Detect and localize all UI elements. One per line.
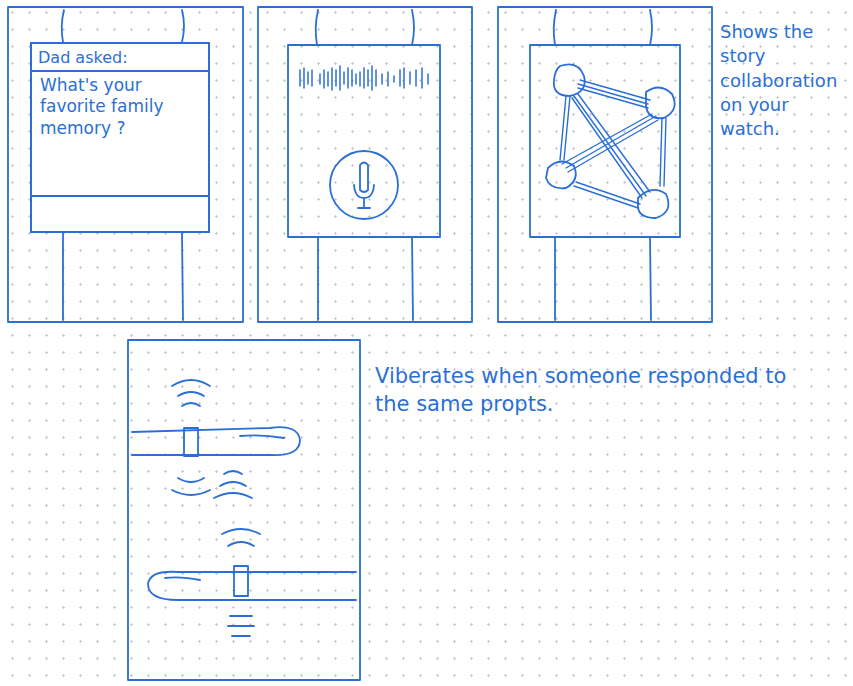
arm [165, 577, 200, 580]
story-graph [560, 80, 666, 208]
watch-screen: Dad asked:What's your favorite family me… [30, 42, 210, 233]
vibration-wave [228, 616, 254, 636]
mic-button [330, 151, 398, 219]
vibration-scene [132, 380, 356, 636]
prompt-heading: Dad asked: [32, 44, 208, 72]
prompt-question: What's your favorite family memory ? [32, 72, 208, 197]
side-note: Shows the story collaboration on your wa… [720, 20, 848, 141]
story-node [546, 161, 576, 188]
vibration-wave [172, 380, 210, 406]
panel-frame [128, 340, 360, 680]
watch-recording [288, 10, 440, 320]
story-node [646, 87, 675, 118]
watch-icon [184, 428, 198, 456]
arm [240, 435, 284, 438]
screen-footer [32, 197, 208, 231]
panel-frame [8, 7, 243, 322]
side-note: Viberates when someone responded to the … [375, 362, 825, 419]
panel-frame [498, 7, 712, 322]
watch-icon [234, 566, 248, 596]
mic-icon [354, 185, 374, 208]
story-node [638, 190, 668, 218]
vibration-wave [222, 529, 260, 546]
audio-waveform [300, 66, 428, 90]
story-node [554, 64, 585, 96]
vibration-wave [214, 471, 252, 498]
vibration-wave [172, 478, 210, 495]
arm [132, 427, 300, 455]
mic-icon [360, 163, 368, 193]
panel-frame [258, 7, 472, 322]
arm [148, 572, 356, 600]
watch-collaboration [530, 10, 680, 320]
